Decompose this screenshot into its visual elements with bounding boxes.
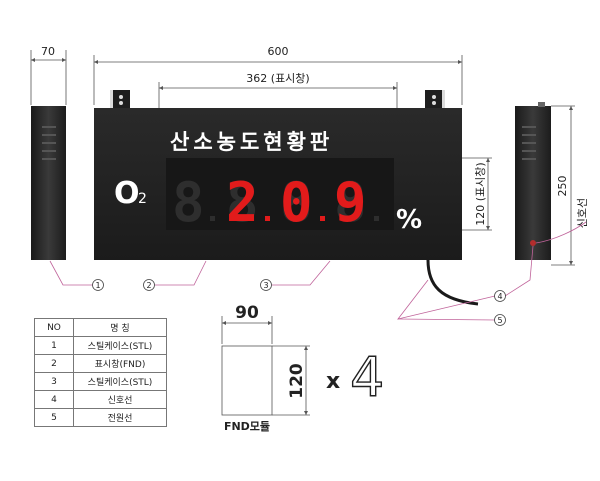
o2-label: O — [114, 176, 140, 211]
parts-table-header: NO 명 칭 — [34, 318, 167, 337]
dim-window-height: 120 (표시창) — [462, 157, 492, 231]
dim-side-width: 70 — [30, 45, 67, 105]
row-name: 표시창(FND) — [73, 354, 167, 373]
table-row: 3 스틸케이스(STL) — [34, 372, 167, 391]
dim-height-label: 250 — [556, 176, 569, 197]
callout-1-label: 1 — [95, 281, 100, 290]
dim-total-width-label: 600 — [268, 45, 289, 58]
signal-line-label: 신호선 — [576, 198, 589, 228]
row-name: 전원선 — [73, 408, 167, 427]
fnd-count: 4 — [350, 346, 384, 409]
callout-2-label: 2 — [146, 281, 151, 290]
header-name: 명 칭 — [73, 318, 167, 337]
table-row: 5 전원선 — [34, 408, 167, 427]
front-panel: 산소농도현황판 O 2 8 8 2 8 0 8 9 % — [94, 108, 462, 260]
row-no: 1 — [34, 336, 74, 355]
percent-sign: % — [396, 205, 422, 235]
leader-5 — [397, 318, 496, 321]
row-no: 5 — [34, 408, 74, 427]
signal-leader — [535, 221, 587, 244]
leader-4 — [396, 279, 496, 320]
fnd-module-outline — [221, 345, 273, 416]
table-row: 1 스틸케이스(STL) — [34, 336, 167, 355]
decimal-point-3 — [320, 216, 325, 221]
dim-window-height-label: 120 (표시창) — [474, 162, 487, 225]
fnd-module-label: FND모듈 — [224, 420, 270, 433]
leader-1 — [49, 260, 93, 286]
leader-4b — [504, 245, 534, 297]
callout-2: 2 — [143, 279, 155, 291]
digit-3: 0 — [280, 171, 313, 234]
bracket-right — [425, 90, 445, 108]
table-row: 4 신호선 — [34, 390, 167, 409]
decimal-point-4 — [374, 216, 379, 221]
left-side-view — [31, 106, 66, 260]
row-no: 4 — [34, 390, 74, 409]
row-name: 신호선 — [73, 390, 167, 409]
fnd-multiplier: x — [326, 369, 340, 394]
callout-4-label: 4 — [497, 292, 502, 301]
parts-table: NO 명 칭 1 스틸케이스(STL) 2 표시창(FND) 3 스틸케이스(S… — [34, 318, 167, 427]
digit-1-off: 8 — [172, 171, 205, 234]
o2-subscript: 2 — [138, 191, 147, 207]
right-side-view — [515, 102, 551, 260]
fnd-module: 90 120 FND모듈 x 4 — [221, 303, 385, 433]
header-no: NO — [34, 318, 74, 337]
callout-3-label: 3 — [263, 281, 268, 290]
signal-connector — [530, 240, 536, 246]
digit-2: 2 — [226, 171, 259, 234]
decimal-point-1 — [210, 216, 215, 221]
callout-1: 1 — [92, 279, 104, 291]
dim-height: 250 — [551, 105, 575, 266]
dim-side-width-label: 70 — [41, 45, 55, 58]
dim-total-width: 600 — [93, 45, 463, 105]
row-no: 3 — [34, 372, 74, 391]
table-row: 2 표시창(FND) — [34, 354, 167, 373]
row-name: 스틸케이스(STL) — [73, 372, 167, 391]
dim-window-width: 362 (표시창) — [158, 72, 398, 110]
callout-5: 5 — [494, 314, 506, 326]
fnd-width-label: 90 — [235, 303, 259, 323]
panel-title: 산소농도현황판 — [170, 130, 333, 154]
row-no: 2 — [34, 354, 74, 373]
digit-4-off: 8 — [334, 171, 367, 234]
digit-4: 9 — [334, 171, 367, 234]
dim-window-width-label: 362 (표시창) — [246, 72, 309, 85]
callout-4: 4 — [494, 290, 506, 302]
fnd-height-label: 120 — [287, 363, 307, 399]
fnd-window — [166, 158, 394, 230]
bracket-left — [110, 90, 130, 108]
decimal-point-2 — [265, 216, 270, 221]
row-name: 스틸케이스(STL) — [73, 336, 167, 355]
digit-3-off: 8 — [280, 171, 313, 234]
callout-3: 3 — [260, 279, 272, 291]
callout-5-label: 5 — [497, 316, 502, 325]
power-cable — [426, 259, 479, 306]
leader-2 — [155, 260, 207, 286]
leader-3 — [272, 260, 331, 286]
digit-2-off: 8 — [226, 171, 259, 234]
